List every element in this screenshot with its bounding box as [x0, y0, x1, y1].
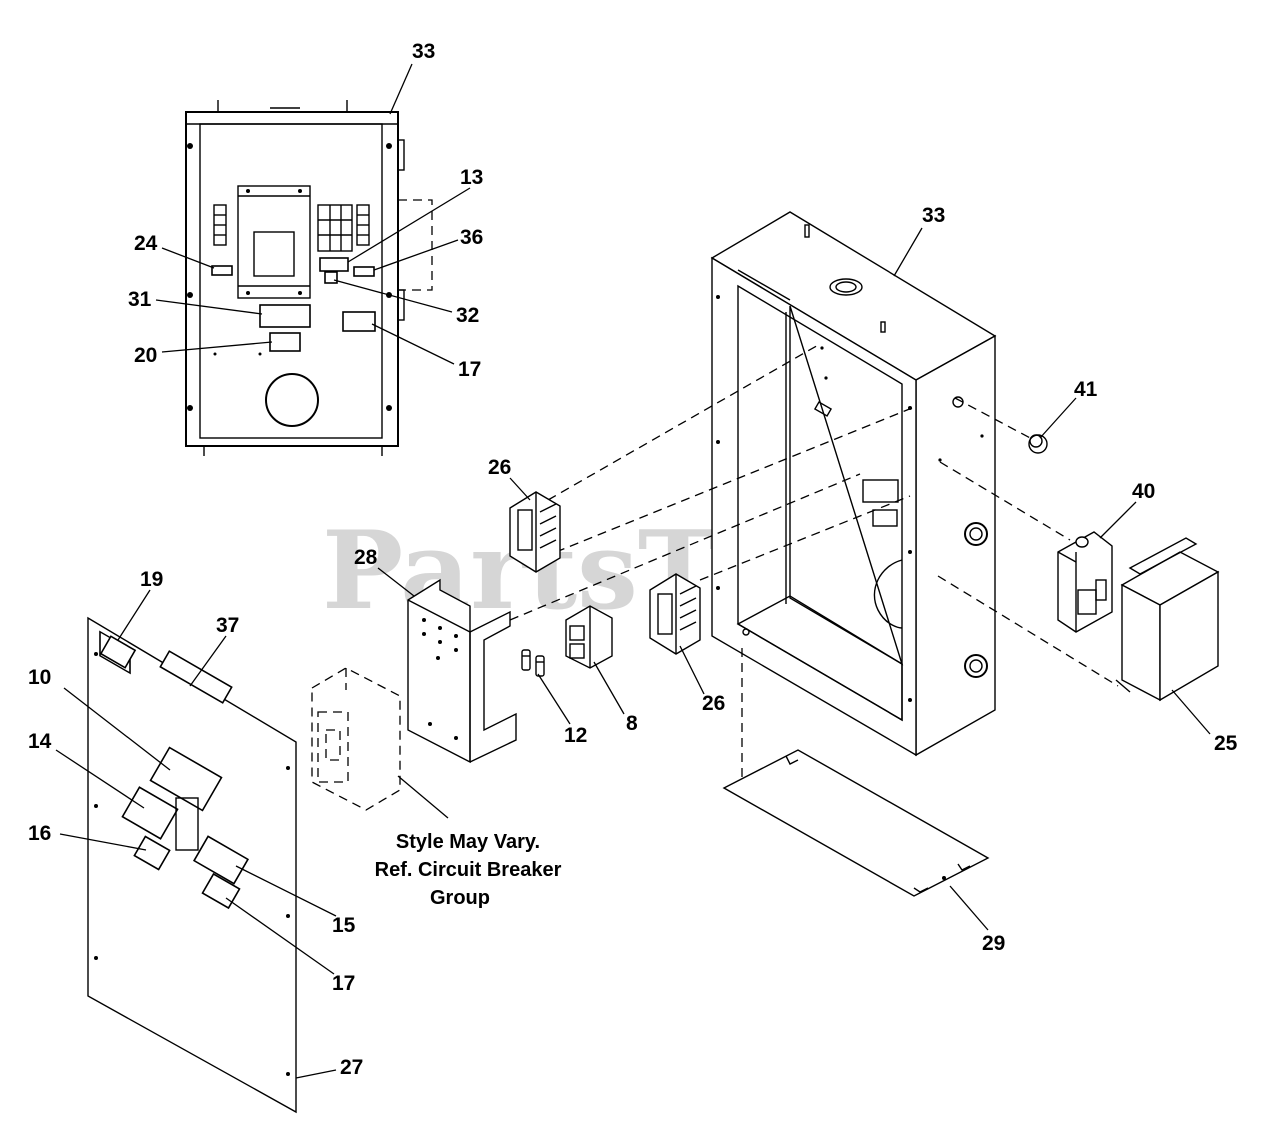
callout-10: 10	[28, 666, 51, 689]
callout-37: 37	[216, 614, 239, 637]
note-line-1: Style May Vary.	[396, 831, 540, 853]
callout-31: 31	[128, 288, 152, 311]
style-note: Style May Vary. Ref. Circuit Breaker Gro…	[375, 831, 562, 909]
callout-33-box: 33	[922, 204, 945, 227]
callout-numbers: 33 13 24 36 31 32 20 17 33 41 26 40 28 1…	[28, 40, 1238, 1079]
enclosure-box	[710, 211, 997, 757]
callout-16: 16	[28, 822, 51, 845]
device-part-40	[1057, 531, 1113, 633]
callout-12: 12	[564, 724, 587, 747]
plug-part-41	[1028, 434, 1048, 454]
callout-41: 41	[1074, 378, 1098, 401]
callout-20: 20	[134, 344, 157, 367]
callout-36: 36	[460, 226, 483, 249]
callout-28: 28	[354, 546, 378, 569]
callout-8: 8	[626, 712, 638, 735]
callout-14: 14	[28, 730, 52, 753]
note-line-2: Ref. Circuit Breaker	[375, 859, 562, 881]
fuses-part-12	[521, 649, 545, 677]
callout-32: 32	[456, 304, 479, 327]
callout-25: 25	[1214, 732, 1238, 755]
fuse-holder-part-8	[565, 605, 613, 669]
box-part-25	[1115, 537, 1220, 702]
bottom-plate-part-29	[722, 749, 990, 897]
note-line-3: Group	[430, 887, 490, 909]
circuit-breaker-outline	[311, 667, 401, 811]
bracket-part-26b	[649, 573, 701, 655]
bracket-part-26a	[509, 491, 561, 573]
leader-lines	[55, 63, 1211, 1079]
assembly-lines	[509, 343, 1119, 780]
callout-26-upper: 26	[488, 456, 511, 479]
callout-27: 27	[340, 1056, 363, 1079]
callout-19: 19	[140, 568, 163, 591]
bracket-part-28	[407, 578, 517, 764]
callout-13: 13	[460, 166, 483, 189]
enclosure-front-view	[185, 100, 433, 456]
front-panel-part-27	[87, 616, 297, 1114]
callout-40: 40	[1132, 480, 1155, 503]
callout-26-lower: 26	[702, 692, 725, 715]
callout-15: 15	[332, 914, 356, 937]
callout-33-front: 33	[412, 40, 435, 63]
callout-29: 29	[982, 932, 1005, 955]
callout-17-panel: 17	[332, 972, 355, 995]
callout-24: 24	[134, 232, 158, 255]
callout-17-front: 17	[458, 358, 481, 381]
